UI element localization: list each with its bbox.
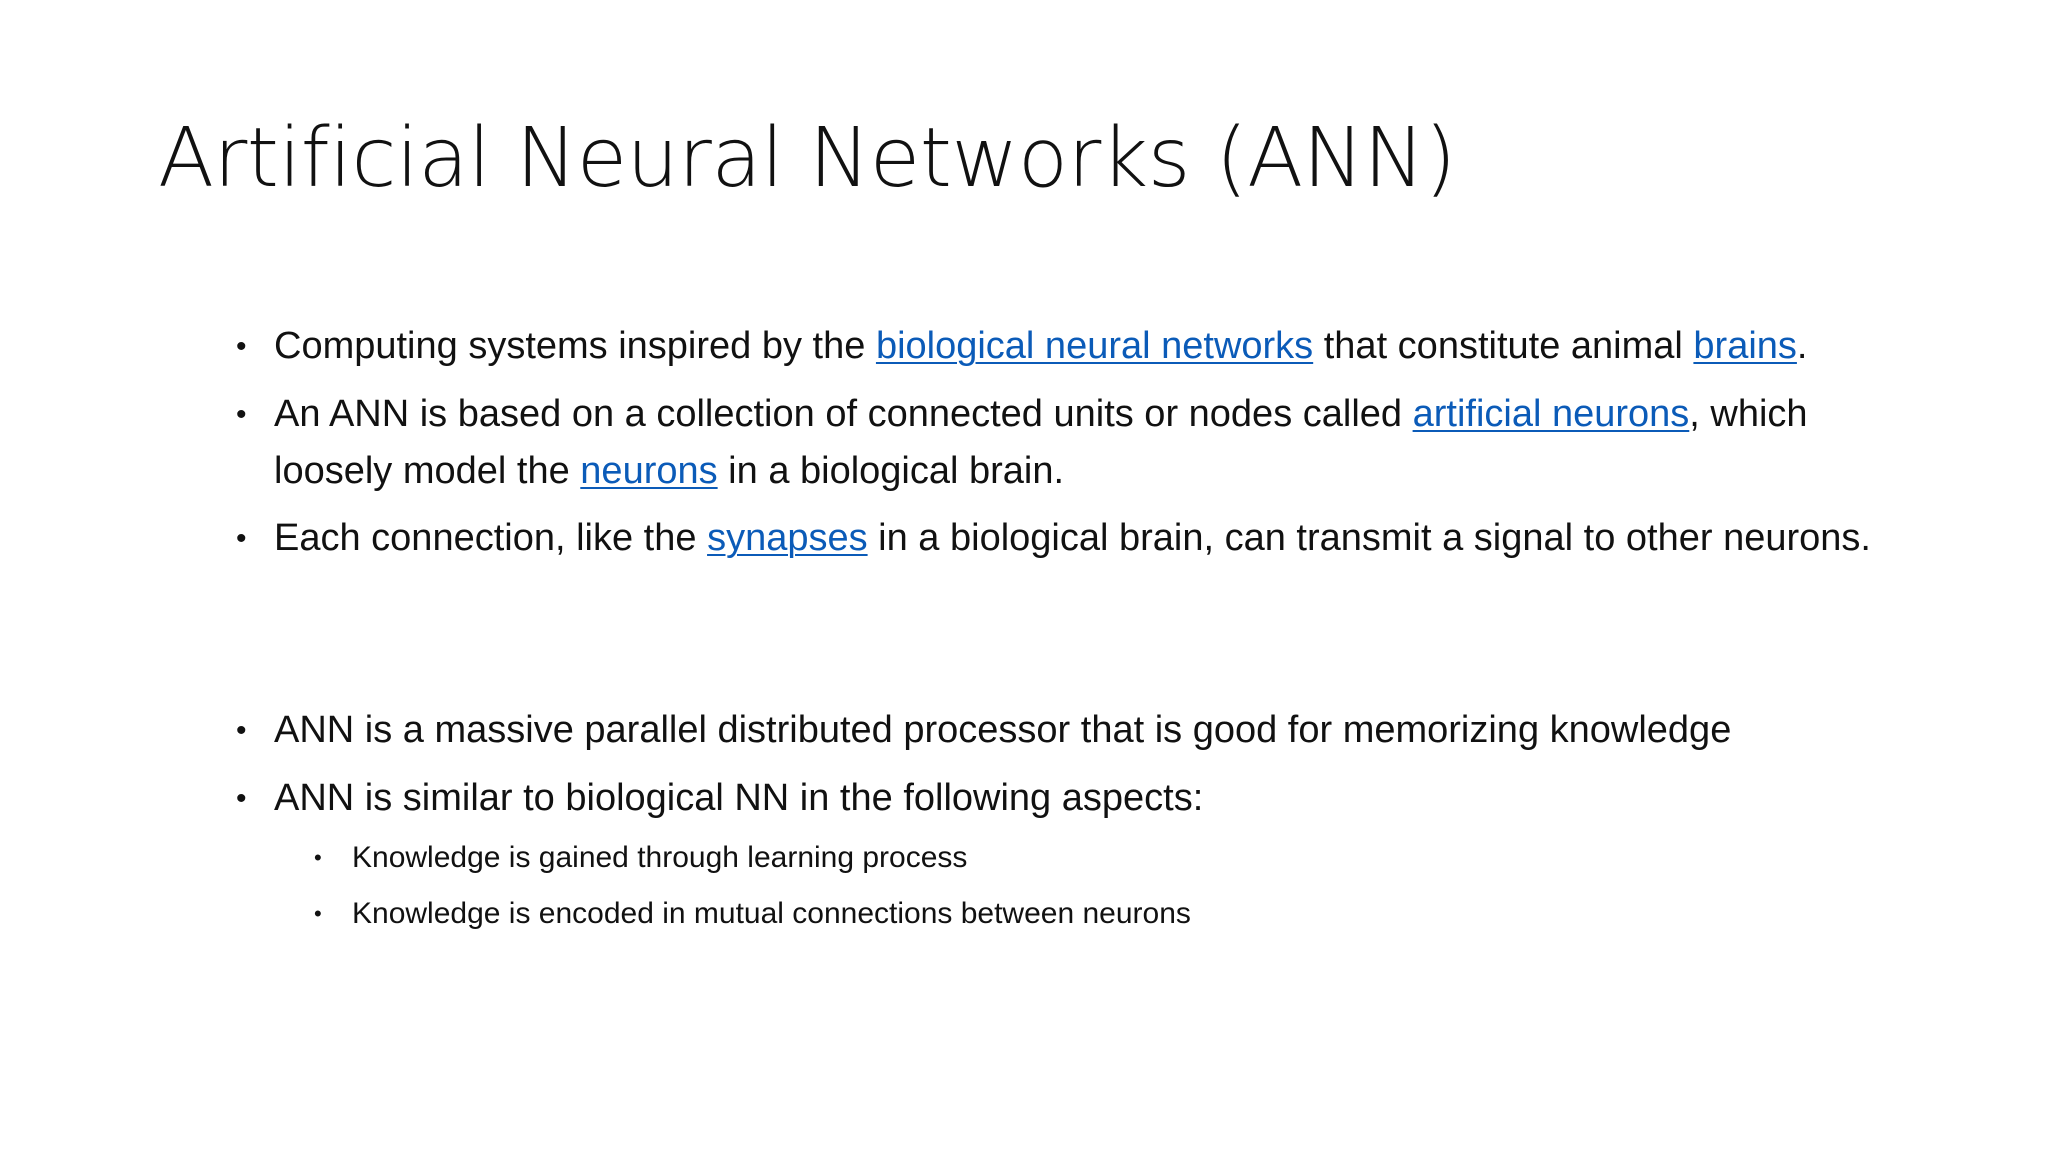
link-artificial-neurons[interactable]: artificial neurons <box>1412 393 1690 435</box>
link-neurons[interactable]: neurons <box>580 450 718 492</box>
bullet-marker: • <box>236 398 247 431</box>
sub-bullet-marker: • <box>314 845 322 870</box>
bullet-item-ann-based-on: • An ANN is based on a collection of con… <box>236 386 1934 500</box>
bullet-text: in a biological brain, can transmit a si… <box>867 517 1871 559</box>
slide-title: Artificial Neural Networks (ANN) <box>158 111 1456 206</box>
bullet-text: in a biological brain. <box>717 450 1065 492</box>
bullet-marker: • <box>236 782 247 815</box>
link-biological-neural-networks[interactable]: biological neural networks <box>875 325 1314 367</box>
sub-bullet-learning-process: • Knowledge is gained through learning p… <box>314 836 1852 880</box>
sub-bullet-text: Knowledge is encoded in mutual connectio… <box>352 897 1191 930</box>
bullet-item-computing-systems: • Computing systems inspired by the biol… <box>236 318 1934 375</box>
bullet-text: . <box>1796 325 1808 367</box>
bullet-text: ANN is similar to biological NN in the f… <box>274 777 1204 819</box>
bullet-text: An ANN is based on a collection of conne… <box>274 393 1413 435</box>
bullet-item-each-connection: • Each connection, like the synapses in … <box>236 510 1934 567</box>
link-synapses[interactable]: synapses <box>707 517 868 559</box>
bullet-marker: • <box>236 714 247 747</box>
bullet-marker: • <box>236 522 247 555</box>
bullet-item-massive-parallel: • ANN is a massive parallel distributed … <box>236 702 1934 759</box>
bullet-text: ANN is a massive parallel distributed pr… <box>274 709 1732 751</box>
bullet-text: , which loosely model the <box>274 393 1808 492</box>
bullet-text: that constitute animal <box>1313 325 1694 367</box>
link-brains[interactable]: brains <box>1693 325 1797 367</box>
bullet-item-similar-aspects: • ANN is similar to biological NN in the… <box>236 770 1934 827</box>
bullet-marker: • <box>236 330 247 363</box>
sub-bullet-text: Knowledge is gained through learning pro… <box>352 841 968 874</box>
sub-bullet-mutual-connections: • Knowledge is encoded in mutual connect… <box>314 892 1852 936</box>
bullet-text: Computing systems inspired by the <box>274 325 876 367</box>
bullet-text: Each connection, like the <box>274 517 708 559</box>
sub-bullet-marker: • <box>314 901 322 926</box>
